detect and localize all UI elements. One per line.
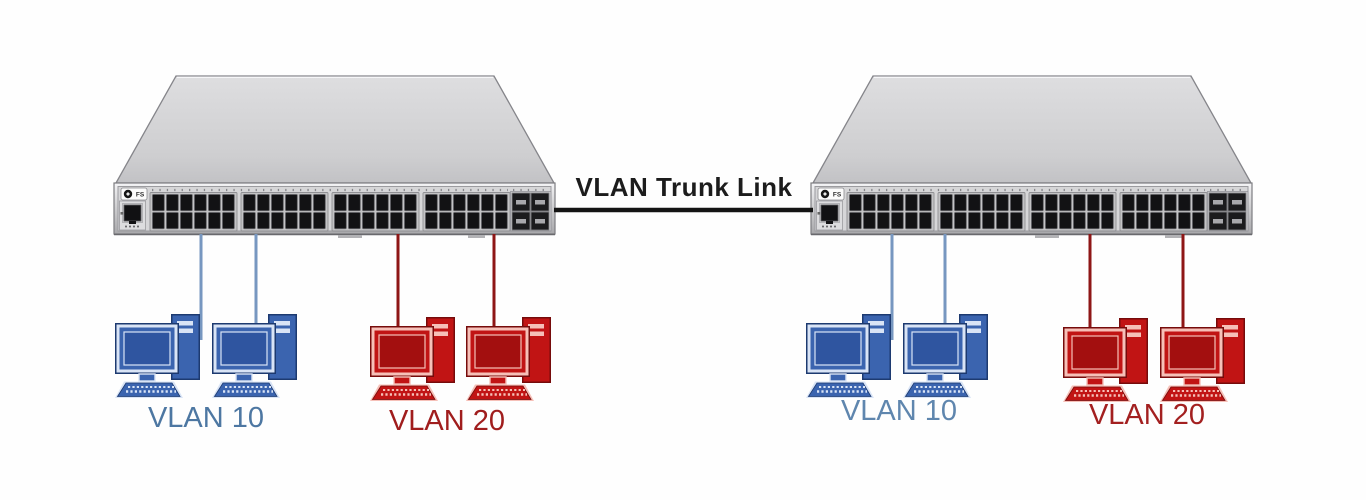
vlan20-computer [1160, 318, 1245, 402]
vlan20-computer [1063, 318, 1148, 402]
switch-left [114, 76, 555, 238]
vlan20-label-right: VLAN 20 [1089, 399, 1205, 431]
vlan20-computer [466, 317, 551, 401]
vlan20-computer [370, 317, 455, 401]
switch-right [811, 76, 1252, 238]
vlan10-label-right: VLAN 10 [841, 395, 957, 427]
vlan10-label-left: VLAN 10 [148, 402, 264, 434]
vlan20-label-left: VLAN 20 [389, 405, 505, 437]
vlan10-computer [903, 314, 988, 398]
vlan10-computer [115, 314, 200, 398]
vlan10-computer [212, 314, 297, 398]
vlan10-computer [806, 314, 891, 398]
trunk-link-label: VLAN Trunk Link [576, 172, 793, 202]
